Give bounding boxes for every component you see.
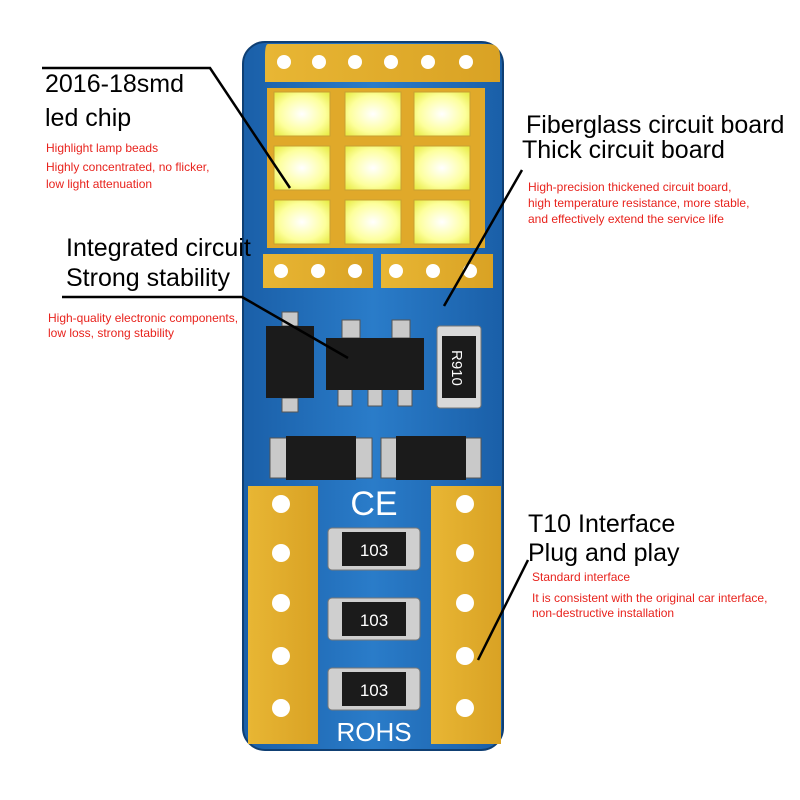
resistor-r910-label: R910 xyxy=(448,350,465,386)
led-chip-title-2: led chip xyxy=(45,104,132,132)
resistor-103-3: 103 xyxy=(327,667,421,711)
led-chip-desc-2: Highly concentrated, no flicker, xyxy=(46,160,210,174)
resistor-103-1: 103 xyxy=(327,527,421,571)
circuit-board-title-2: Thick circuit board xyxy=(522,136,725,164)
integrated-circuit-desc-2: low loss, strong stability xyxy=(48,326,175,340)
led-chip-desc-1: Highlight lamp beads xyxy=(46,141,159,155)
ce-mark: CE xyxy=(350,485,397,523)
top-pad-holes xyxy=(277,55,473,69)
circuit-board-title-1: Fiberglass circuit board xyxy=(526,111,785,139)
integrated-circuit-chip xyxy=(326,319,424,407)
interface-title-2: Plug and play xyxy=(528,539,680,567)
led-chip-desc-3: low light attenuation xyxy=(46,177,153,191)
circuit-board-desc-3: and effectively extend the service life xyxy=(528,212,724,226)
t10-interface-pins xyxy=(248,486,501,744)
lower-diodes xyxy=(269,436,482,480)
resistor-103-2-label: 103 xyxy=(360,611,388,630)
interface-desc-1: Standard interface xyxy=(532,570,631,584)
circuit-board-desc-2: high temperature resistance, more stable… xyxy=(528,196,750,210)
led-chip-title-1: 2016-18smd xyxy=(45,70,184,98)
interface-desc-2: It is consistent with the original car i… xyxy=(532,591,768,605)
resistor-103-2: 103 xyxy=(327,597,421,641)
top-gold-pad xyxy=(265,44,500,82)
resistor-103-1-label: 103 xyxy=(360,541,388,560)
integrated-circuit-title-1: Integrated circuit xyxy=(66,234,251,262)
resistor-r910: R910 xyxy=(436,325,482,409)
interface-title-1: T10 Interface xyxy=(528,510,676,538)
callout-leader-lines xyxy=(42,66,530,661)
led-chip-array xyxy=(267,88,485,248)
integrated-circuit-desc-1: High-quality electronic components, xyxy=(48,311,239,325)
middle-gold-pads xyxy=(263,254,493,288)
circuit-board-desc-1: High-precision thickened circuit board, xyxy=(528,180,732,194)
interface-desc-3: non-destructive installation xyxy=(532,606,675,620)
rohs-mark: ROHS xyxy=(336,717,411,747)
integrated-circuit-title-2: Strong stability xyxy=(66,264,230,292)
resistor-103-3-label: 103 xyxy=(360,681,388,700)
diode-component xyxy=(266,311,314,413)
